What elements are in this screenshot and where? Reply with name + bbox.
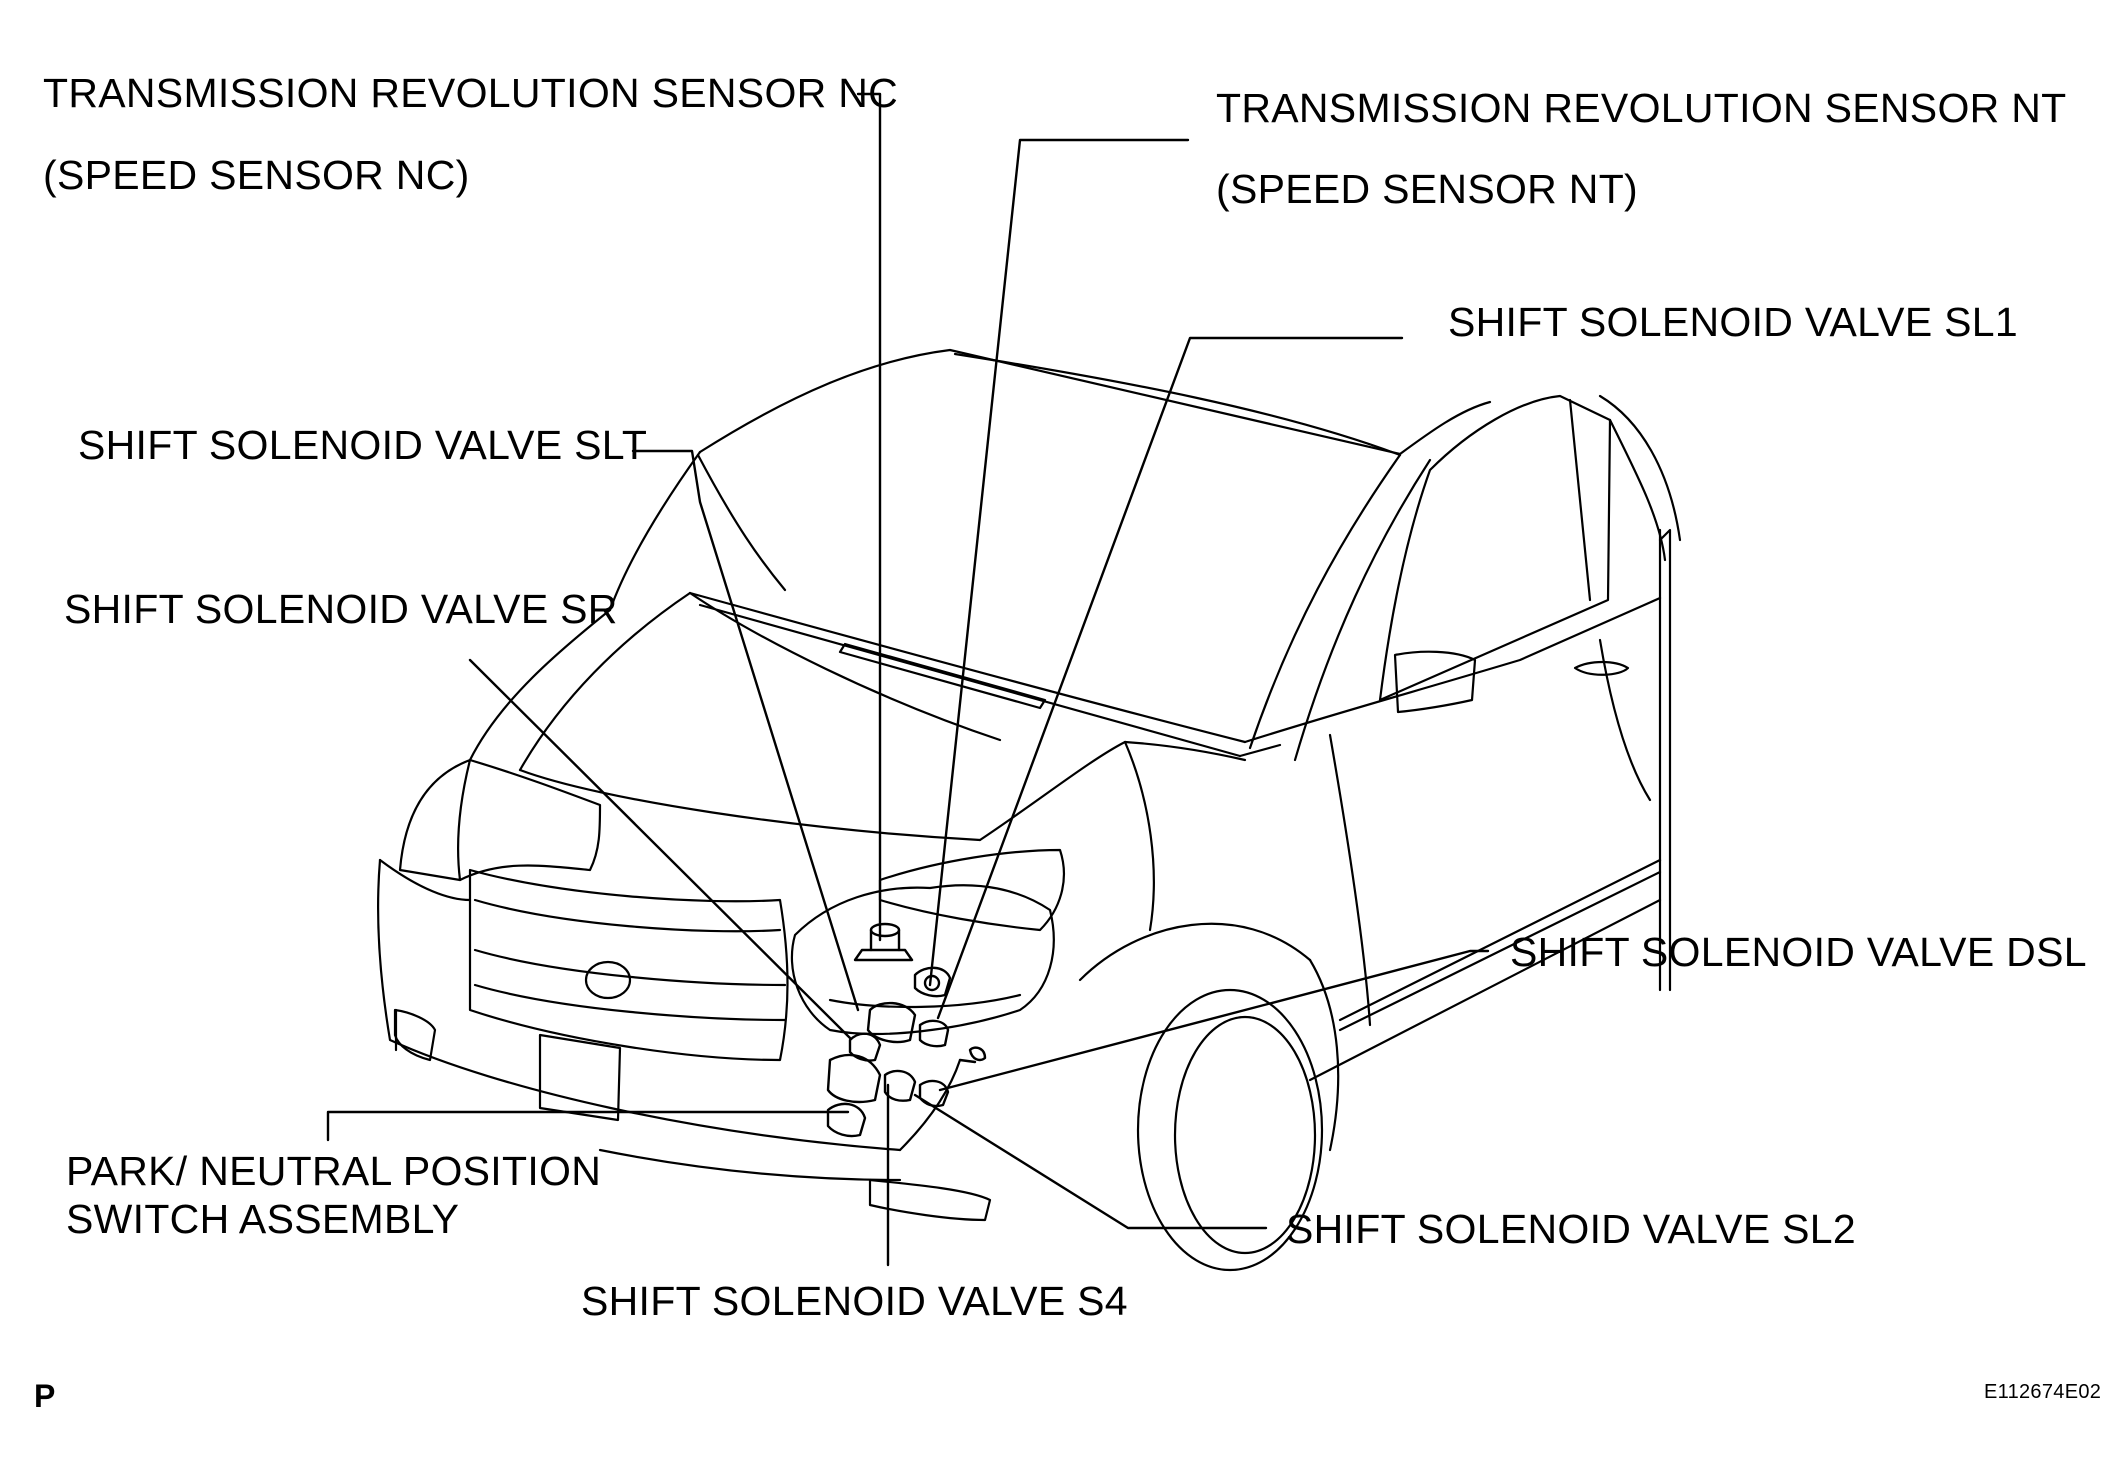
speed-sensor-nc-part bbox=[853, 922, 914, 962]
figure-id: E112674E02 bbox=[1984, 1381, 2102, 1403]
leader-nt bbox=[928, 138, 1190, 987]
label-shift-solenoid-dsl: SHIFT SOLENOID VALVE DSL bbox=[1510, 929, 2087, 975]
label-speed-sensor-nc-alias: (SPEED SENSOR NC) bbox=[43, 152, 470, 198]
leader-sl1 bbox=[936, 336, 1404, 1020]
transmission-components bbox=[826, 922, 987, 1138]
leader-slt bbox=[631, 449, 860, 1012]
label-park-neutral-switch-line1: PARK/ NEUTRAL POSITION bbox=[66, 1148, 602, 1194]
label-speed-sensor-nt-alias: (SPEED SENSOR NT) bbox=[1216, 166, 1638, 212]
solenoid-cluster-part bbox=[826, 1001, 987, 1138]
leader-dsl bbox=[938, 949, 1490, 1092]
label-shift-solenoid-sr: SHIFT SOLENOID VALVE SR bbox=[64, 586, 618, 632]
label-speed-sensor-nc-title: TRANSMISSION REVOLUTION SENSOR NC bbox=[43, 70, 899, 116]
leader-nc bbox=[856, 92, 882, 942]
label-shift-solenoid-sl1: SHIFT SOLENOID VALVE SL1 bbox=[1448, 299, 2019, 345]
label-speed-sensor-nt-title: TRANSMISSION REVOLUTION SENSOR NT bbox=[1216, 85, 2067, 131]
label-shift-solenoid-s4: SHIFT SOLENOID VALVE S4 bbox=[581, 1278, 1128, 1324]
vehicle-illustration bbox=[376, 348, 1682, 1272]
label-park-neutral-switch-line2: SWITCH ASSEMBLY bbox=[66, 1196, 460, 1242]
leader-sr bbox=[468, 658, 852, 1040]
leader-pnp bbox=[326, 1110, 850, 1142]
page-code-mark: P bbox=[34, 1378, 56, 1414]
leader-lines bbox=[326, 92, 1490, 1267]
label-shift-solenoid-sl2: SHIFT SOLENOID VALVE SL2 bbox=[1286, 1206, 1857, 1252]
leader-sl2 bbox=[913, 1093, 1268, 1230]
label-shift-solenoid-slt: SHIFT SOLENOID VALVE SLT bbox=[78, 422, 648, 468]
